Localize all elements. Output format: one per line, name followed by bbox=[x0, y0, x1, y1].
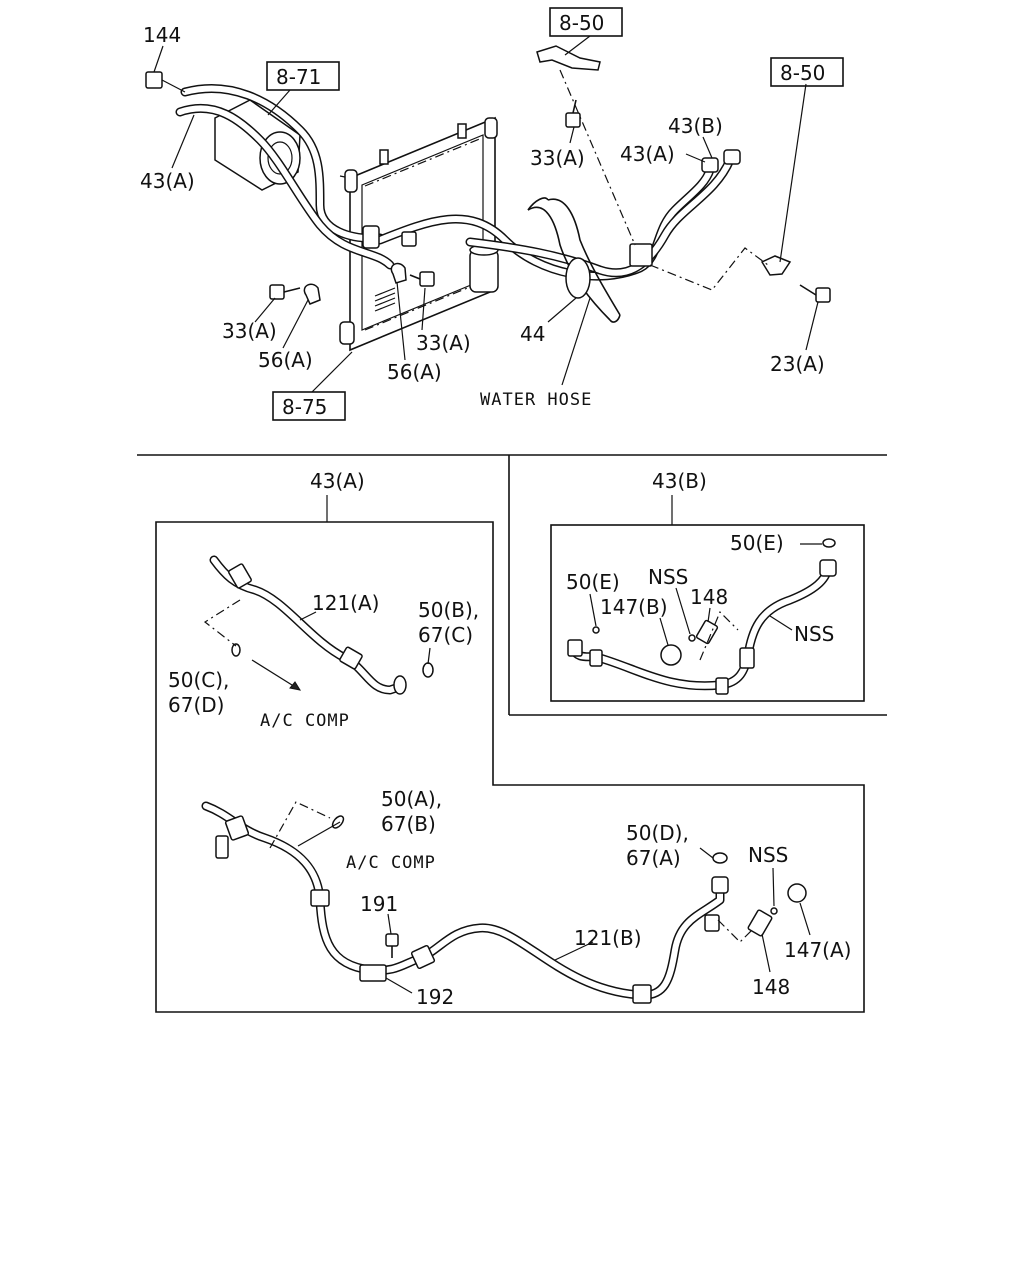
label-148: 148 bbox=[752, 975, 790, 999]
label-ac-comp-lower: A/C COMP bbox=[346, 853, 436, 873]
ref-box-8-75[interactable]: 8-75 bbox=[272, 391, 346, 421]
section-dividers bbox=[137, 454, 887, 716]
label-23a: 23(A) bbox=[770, 352, 825, 376]
detail-43a-frame bbox=[155, 521, 865, 1013]
label-56a-mid: 56(A) bbox=[387, 360, 442, 384]
label-43a-right: 43(A) bbox=[620, 142, 675, 166]
ref-box-8-50-right[interactable]: 8-50 bbox=[770, 57, 844, 87]
detail-43a-title: 43(A) bbox=[310, 469, 365, 493]
label-56a-left: 56(A) bbox=[258, 348, 313, 372]
label-50b: 50(B), bbox=[418, 598, 479, 622]
label-147a: 147(A) bbox=[784, 938, 851, 962]
ref-8-71-label: 8-71 bbox=[276, 65, 321, 89]
label-nss-top: NSS bbox=[648, 565, 688, 589]
label-43b: 43(B) bbox=[668, 114, 723, 138]
detail-43b-leaders bbox=[589, 543, 822, 646]
ref-8-50-top-label: 8-50 bbox=[559, 11, 604, 35]
detail-43b-title: 43(B) bbox=[652, 469, 707, 493]
receiver-drier bbox=[469, 244, 499, 293]
hose-121b bbox=[201, 801, 807, 1004]
label-147b: 147(B) bbox=[600, 595, 668, 619]
bracket-8-50-right bbox=[649, 247, 792, 291]
label-44: 44 bbox=[520, 322, 545, 346]
label-50e-top: 50(E) bbox=[730, 531, 784, 555]
detail-43b-frame bbox=[550, 524, 865, 702]
ref-8-50-right-label: 8-50 bbox=[780, 61, 825, 85]
label-121b: 121(B) bbox=[574, 926, 642, 950]
bolt-33a-left-icon bbox=[269, 284, 301, 300]
detail-43b: 43(B) 50(E) 50(E) NSS bbox=[550, 469, 865, 702]
bracket-8-50-top bbox=[536, 45, 636, 246]
label-43a-left: 43(A) bbox=[140, 169, 195, 193]
label-water-hose: WATER HOSE bbox=[480, 390, 592, 410]
label-191: 191 bbox=[360, 892, 398, 916]
label-67c: 67(C) bbox=[418, 623, 473, 647]
label-148-b: 148 bbox=[690, 585, 728, 609]
ref-box-8-71[interactable]: 8-71 bbox=[266, 61, 340, 91]
label-ac-comp-upper: A/C COMP bbox=[260, 711, 350, 731]
ref-8-75-label: 8-75 bbox=[282, 395, 327, 419]
label-33a-top: 33(A) bbox=[530, 146, 585, 170]
label-67a: 67(A) bbox=[626, 846, 681, 870]
bolt-33a-top-icon bbox=[565, 99, 581, 128]
label-144: 144 bbox=[143, 23, 181, 47]
bolt-33a-mid-icon bbox=[409, 271, 435, 287]
bolt-23a-icon bbox=[799, 284, 831, 303]
label-nss-right: NSS bbox=[794, 622, 834, 646]
label-192: 192 bbox=[416, 985, 454, 1009]
hose-121a bbox=[203, 555, 434, 695]
pipe-43b bbox=[567, 538, 837, 695]
label-33a-mid: 33(A) bbox=[416, 331, 471, 355]
top-leaders bbox=[153, 35, 819, 393]
label-50e-left: 50(E) bbox=[566, 570, 620, 594]
top-pipes bbox=[175, 84, 741, 281]
clip-56a-icons bbox=[303, 262, 407, 305]
label-33a-left: 33(A) bbox=[222, 319, 277, 343]
ref-box-8-50-top[interactable]: 8-50 bbox=[549, 7, 623, 37]
bolt-144-icon bbox=[145, 71, 186, 93]
water-hose bbox=[527, 197, 621, 323]
label-50c: 50(C), bbox=[168, 668, 229, 692]
detail-43a: 43(A) bbox=[155, 469, 865, 1013]
label-67b: 67(B) bbox=[381, 812, 436, 836]
label-nss: NSS bbox=[748, 843, 788, 867]
label-67d: 67(D) bbox=[168, 693, 224, 717]
top-assembly-view: 144 43(A) 43(A) 43(B) 33(A) 33(A) 33(A) … bbox=[140, 7, 844, 421]
label-121a: 121(A) bbox=[312, 591, 379, 615]
label-50a: 50(A), bbox=[381, 787, 442, 811]
detail-43a-leaders bbox=[299, 611, 811, 994]
label-50d: 50(D), bbox=[626, 821, 689, 845]
